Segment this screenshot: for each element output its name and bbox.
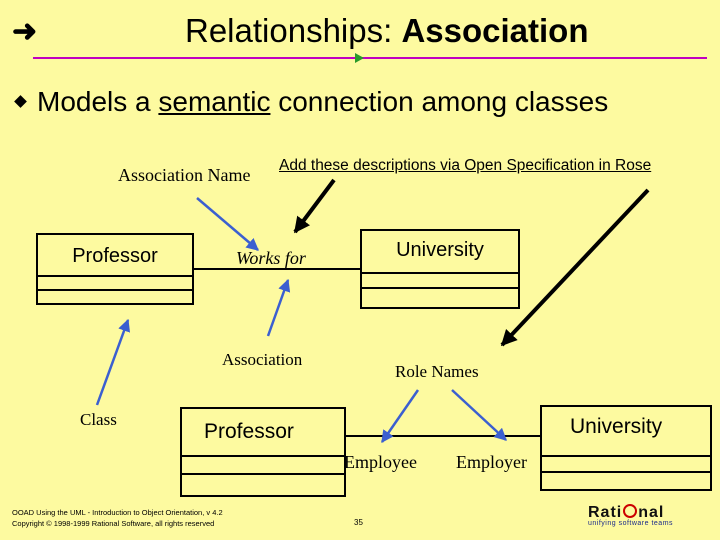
class-box-university-top[interactable]: University [360, 229, 520, 309]
logo-o-icon [623, 504, 638, 518]
class-box-university-bottom[interactable]: University [540, 405, 712, 491]
employer-role-label: Employer [456, 452, 527, 472]
works-for-label: Works for [236, 248, 306, 268]
rule-marker-icon [355, 53, 364, 63]
class-compartment-divider [542, 455, 710, 457]
slide-title: Relationships: Association [185, 12, 589, 49]
employee-role-label: Employee [344, 452, 417, 472]
class-box-professor-top[interactable]: Professor [36, 233, 194, 305]
footer-copyright: OOAD Using the UML - Introduction to Obj… [12, 507, 223, 529]
class-compartment-divider [182, 455, 344, 457]
class-compartment-divider [362, 287, 518, 289]
class-compartment-divider [182, 473, 344, 475]
association-label: Association [222, 350, 303, 369]
logo-tagline: unifying software teams [588, 520, 674, 527]
class-name: Professor [204, 420, 294, 443]
footer-line-2: Copyright © 1998-1999 Rational Software,… [12, 519, 215, 528]
right-arrow-icon: ➜ [12, 15, 38, 48]
class-name: University [570, 415, 663, 438]
class-label: Class [80, 410, 117, 429]
arrow-role-employer [451, 389, 507, 441]
class-compartment-divider [38, 289, 192, 291]
arrow-role-employee [380, 389, 420, 444]
class-compartment-divider [542, 471, 710, 473]
role-names-label: Role Names [395, 362, 479, 381]
rose-note: Add these descriptions via Open Specific… [279, 157, 652, 174]
arrow-rose-left [293, 178, 336, 234]
arrow-association [266, 278, 291, 337]
footer-line-1: OOAD Using the UML - Introduction to Obj… [12, 508, 223, 517]
bullet-item: Models a semantic connection among class… [12, 86, 608, 118]
class-compartment-divider [362, 272, 518, 274]
class-compartment-divider [38, 275, 192, 277]
arrow-class [95, 318, 131, 406]
arrow-rose-right [500, 188, 650, 347]
class-name: Professor [72, 245, 158, 267]
arrow-association-name [196, 197, 259, 251]
page-number: 35 [354, 518, 363, 527]
class-box-professor-bottom[interactable]: Professor [180, 407, 346, 497]
association-name-label: Association Name [118, 165, 251, 185]
title-rule [33, 57, 707, 59]
class-name: University [396, 239, 484, 261]
